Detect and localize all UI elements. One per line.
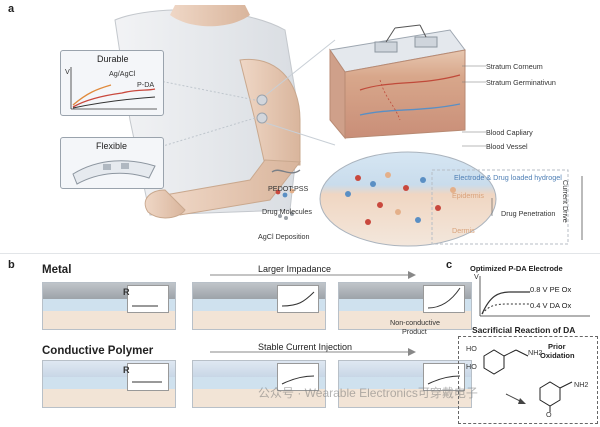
zoom-dashed-box (431, 169, 583, 245)
legend-icons (271, 169, 301, 220)
durable-series-agcl: Ag/AgCl (109, 69, 136, 78)
metal-cell-1: R (42, 282, 176, 330)
watermark: 公众号 · Wearable Electronics可穿戴电子 (258, 386, 478, 400)
label-blood-capliary: Blood Capliary (486, 128, 533, 137)
oxidation-label: Oxidation (540, 351, 575, 360)
metal-cell-3 (338, 282, 472, 330)
zoom-penetration-label: Drug Penetration (501, 209, 556, 218)
callout-non-conductive: Non-conductive (390, 318, 440, 327)
polymer-r-label: R (123, 365, 130, 375)
prior-label: Prior (548, 342, 566, 351)
chem-nh2-2: NH2 (574, 380, 589, 389)
panel-a-letter: a (8, 3, 15, 15)
panel-c-axis-v: V (474, 272, 479, 281)
label-stratum-corneum: Stratum Corneum (486, 62, 543, 71)
arrow-label-stable-current: Stable Current Injection (258, 342, 353, 352)
chem-ho-2: HO (466, 362, 477, 371)
zoom-hydrogel-label: Electrode & Drug loaded hydrogel (454, 173, 562, 182)
row-label-metal: Metal (42, 264, 72, 276)
flexible-inset: Flexible (60, 137, 164, 189)
metal-cell-2 (192, 282, 326, 330)
durable-plot (70, 67, 157, 110)
metal-r-label: R (123, 287, 130, 297)
zoom-dermis-label: Dermis (452, 226, 475, 235)
arrow-label-larger-impedance: Larger Impadance (258, 264, 332, 274)
panel-c-pe-label: 0.8 V PE Ox (530, 285, 572, 294)
progression-arrows (210, 271, 416, 356)
durable-title: Durable (97, 54, 129, 64)
durable-axis-v: V (65, 67, 70, 76)
zoom-ellipse (319, 151, 497, 247)
chem-nh2-1: NH2 (528, 348, 543, 357)
polymer-cell-3 (338, 360, 472, 408)
polymer-cell-1: R (42, 360, 176, 408)
legend-agcl: AgCl Deposition (258, 232, 310, 241)
panel-c-letter: c (446, 259, 453, 271)
panel-b-letter: b (8, 259, 15, 271)
durable-inset: Durable V Ag/AgCl P-DA (60, 50, 164, 116)
callout-product: Product (402, 327, 427, 336)
skin-cross-section (329, 24, 466, 140)
flexible-title: Flexible (96, 141, 128, 151)
legend-pedot: PEDOT:PSS (268, 184, 309, 193)
layer-leader-lines (462, 65, 486, 147)
label-blood-vessel: Blood Vessel (486, 142, 528, 151)
row-label-conductive-polymer: Conductive Polymer (42, 345, 154, 357)
panel-c-plot (479, 276, 590, 317)
panel-c-da-label: 0.4 V DA Ox (530, 301, 572, 310)
zoom-epidermis-label: Epidermis (452, 191, 484, 200)
chem-o: O (546, 410, 552, 419)
sacrificial-box (458, 336, 598, 424)
label-stratum-germinativun: Stratum Germinativun (486, 78, 556, 87)
sacrificial-title: Sacrificial Reaction of DA (472, 325, 576, 335)
panel-c-title: Optimized P-DA Electrode (470, 264, 563, 273)
chem-structures (483, 349, 573, 412)
durable-series-pda: P-DA (137, 80, 155, 89)
chem-ho-1: HO (466, 344, 477, 353)
legend-drug-molecules: Drug Molecules (262, 207, 312, 216)
polymer-cell-2 (192, 360, 326, 408)
flexible-electrode-icon (72, 160, 156, 185)
panel-divider (0, 253, 600, 254)
